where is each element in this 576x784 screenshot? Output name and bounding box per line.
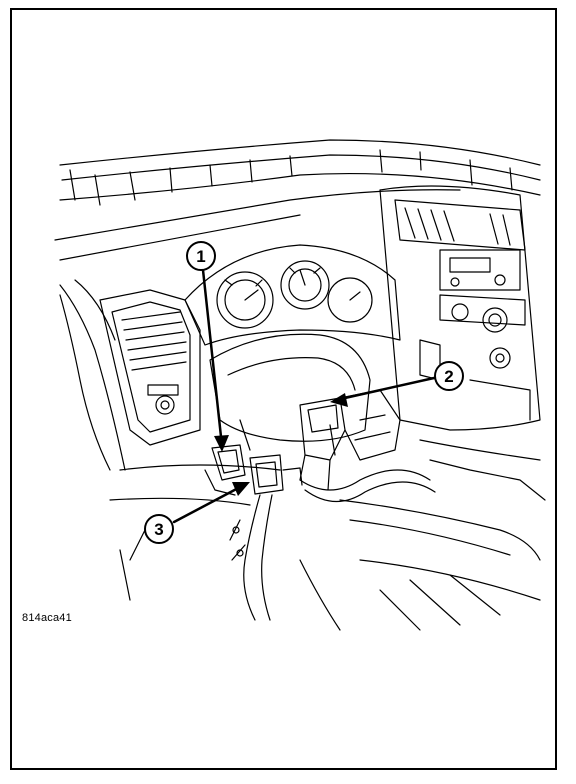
arrowheads bbox=[214, 393, 348, 496]
steering-column bbox=[209, 333, 371, 456]
callout-3: 3 bbox=[144, 514, 174, 544]
callout-1-number: 1 bbox=[196, 247, 205, 266]
callout-1: 1 bbox=[186, 241, 216, 271]
arrowhead-1 bbox=[214, 435, 229, 452]
figure-id-label: 814aca41 bbox=[22, 612, 72, 624]
callout-2: 2 bbox=[434, 361, 464, 391]
center-stack bbox=[379, 185, 541, 431]
floor-tunnel bbox=[109, 439, 546, 631]
windshield-cowl bbox=[54, 139, 541, 261]
leader-arrow-3 bbox=[172, 483, 246, 524]
wiring-harness bbox=[229, 469, 436, 621]
instrument-cluster bbox=[184, 244, 401, 346]
arrowhead-2 bbox=[330, 393, 348, 407]
left-dash-panel bbox=[59, 279, 201, 471]
leader-arrow-2 bbox=[334, 376, 436, 402]
module-bracket bbox=[299, 389, 401, 491]
module-connector-3 bbox=[249, 454, 303, 495]
figure-frame bbox=[10, 8, 557, 770]
arrowhead-3 bbox=[232, 482, 250, 496]
callout-3-number: 3 bbox=[154, 520, 163, 539]
callout-2-number: 2 bbox=[444, 367, 453, 386]
callout-leaders bbox=[172, 268, 436, 524]
leader-arrow-1 bbox=[201, 268, 224, 448]
